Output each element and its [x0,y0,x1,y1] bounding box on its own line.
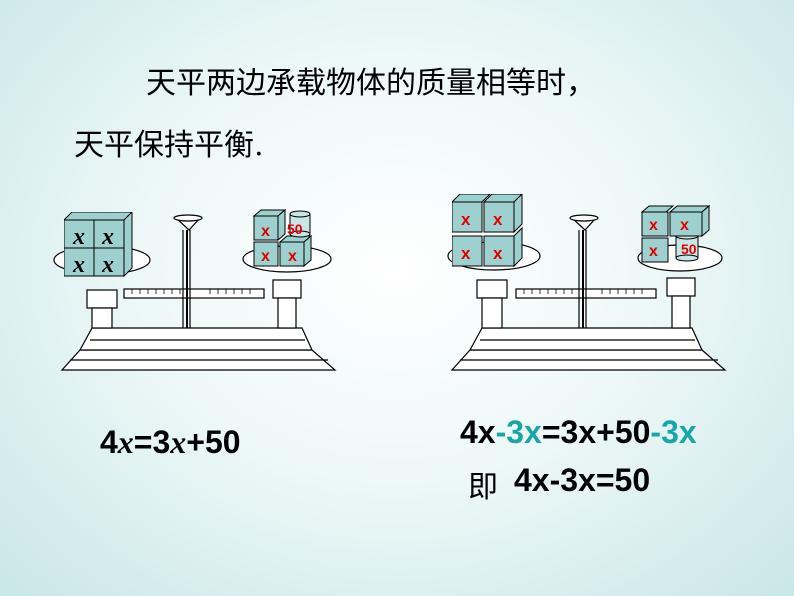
right-scale-right-cubes: x x x 50 [640,204,711,263]
equation-middle: =3 [133,424,171,460]
right-scale-left-cubes: x x x x [452,194,523,268]
equation-constant: +50 [186,424,241,460]
weight-label: 50 [681,241,697,257]
heading-line-2-text: 天平保持平衡. [74,128,264,163]
cube-label: x [493,244,503,263]
equation-part: =3x+50 [541,414,651,450]
cube-label: x [261,223,270,240]
balance-scale-left [53,214,337,371]
equation-part: 4x [460,414,496,450]
scale-base-top [468,327,703,351]
balance-scale-right [447,214,727,371]
equation-highlight: -3x [650,414,697,450]
equation-highlight: -3x [495,414,542,450]
weight-label: 50 [287,221,303,237]
cube-label: x [101,252,114,278]
cube-label: x [461,210,471,229]
equation-variable: x [117,424,134,460]
cube-label: x [649,217,658,234]
cube-label: x [288,248,297,265]
equation-right-step1: 4x-3x=3x+50-3x [460,414,697,451]
cube-label: x [461,244,471,263]
equation-left: 4x=3x+50 [100,424,241,461]
cube-label: x [680,217,689,234]
equation-right-step2: 4x-3x=50 [514,462,651,498]
scale-base-top [78,327,313,351]
cube-label: x [101,224,114,250]
equation-prefix: 即 [468,470,498,505]
left-scale-right-cubes: 50 x x x [252,208,313,268]
cube-label: x [72,224,85,250]
cube-label: x [261,248,270,265]
cube-label: x [649,243,658,260]
scale-beam [123,288,265,299]
equation-coefficient: 4 [100,424,118,460]
cube-label: x [72,252,85,278]
heading-line-2: 天平保持平衡. [74,120,264,164]
heading-line-1: 天平两边承载物体的质量相等时， [146,66,596,101]
equation-variable: x [170,424,187,460]
cube-label: x [493,210,503,229]
left-scale-left-cubes: x x x x [64,212,133,278]
weight-cylinder [289,210,311,238]
